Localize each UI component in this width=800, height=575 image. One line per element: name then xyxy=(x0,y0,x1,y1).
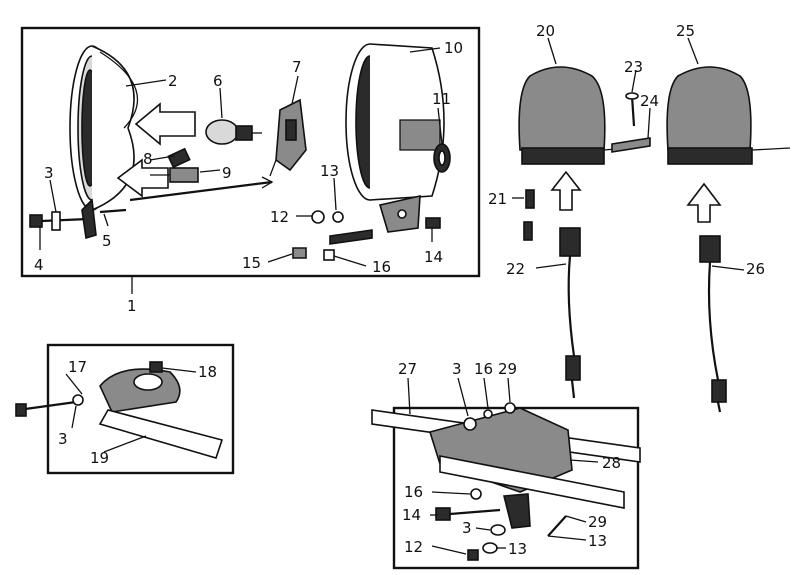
screw-23-24 xyxy=(611,92,651,153)
parking-lamp-holder-8-9 xyxy=(150,147,199,183)
callout-13-bracket-left: 13 xyxy=(508,540,527,558)
callout-18: 18 xyxy=(198,363,217,381)
callout-19: 19 xyxy=(90,449,109,467)
callout-16: 16 xyxy=(372,258,391,276)
mounting-clamp-frame xyxy=(46,343,235,475)
callout-26: 26 xyxy=(746,260,765,278)
callout-20: 20 xyxy=(536,22,555,40)
leader-lines xyxy=(39,37,745,555)
callout-5: 5 xyxy=(102,232,112,250)
housing-bracket xyxy=(378,194,421,233)
bulb-6 xyxy=(205,119,262,145)
callout-3-bracket: 3 xyxy=(462,519,472,537)
small-hardware-box1 xyxy=(29,198,441,261)
bracket-assembly-frame xyxy=(392,406,640,570)
callout-11: 11 xyxy=(432,90,451,108)
callout-13-bracket-right: 13 xyxy=(588,532,607,550)
callout-7: 7 xyxy=(292,58,302,76)
callout-12-bracket: 12 xyxy=(404,538,423,556)
grommet-11 xyxy=(433,143,451,173)
callout-14-bracket: 14 xyxy=(402,506,421,524)
callout-labels: 2 3 4 5 6 7 8 9 10 11 12 13 14 15 16 1 1… xyxy=(34,22,765,558)
lens-cap-25 xyxy=(666,66,791,165)
callout-1: 1 xyxy=(127,297,137,315)
callout-8: 8 xyxy=(143,150,153,168)
callout-25: 25 xyxy=(676,22,695,40)
callout-16-bracket: 16 xyxy=(404,483,423,501)
cable-socket-26 xyxy=(699,235,727,413)
callout-29-top: 29 xyxy=(498,360,517,378)
clip-21 xyxy=(523,189,535,241)
mounting-clamp-19 xyxy=(15,361,224,459)
callout-17: 17 xyxy=(68,358,87,376)
callout-6: 6 xyxy=(213,72,223,90)
callout-4: 4 xyxy=(34,256,44,274)
callout-3-clamp: 3 xyxy=(58,430,68,448)
callout-24: 24 xyxy=(640,92,659,110)
callout-14: 14 xyxy=(424,248,443,266)
long-adjusting-screw xyxy=(129,176,274,202)
callout-3: 3 xyxy=(44,164,54,182)
callout-28: 28 xyxy=(602,454,621,472)
callout-9: 9 xyxy=(222,164,232,182)
callout-10: 10 xyxy=(444,39,463,57)
mounting-bracket-28 xyxy=(371,402,641,561)
callout-2: 2 xyxy=(168,72,178,90)
headlamp-housing-10 xyxy=(345,43,445,201)
callout-23: 23 xyxy=(624,58,643,76)
socket-arrow-25 xyxy=(686,182,722,223)
socket-arrow-20 xyxy=(550,170,582,211)
callout-27: 27 xyxy=(398,360,417,378)
callout-12: 12 xyxy=(270,208,289,226)
bulb-holder-7 xyxy=(269,98,307,177)
cable-socket-22 xyxy=(559,227,581,399)
direction-arrows xyxy=(116,102,196,198)
callout-13: 13 xyxy=(320,162,339,180)
callout-29-bottom: 29 xyxy=(588,513,607,531)
callout-16-bracket-top: 16 xyxy=(474,360,493,378)
callout-21: 21 xyxy=(488,190,507,208)
headlamp-assembly-frame xyxy=(20,26,481,278)
callout-15: 15 xyxy=(242,254,261,272)
callout-3-bracket-top: 3 xyxy=(452,360,462,378)
callout-22: 22 xyxy=(506,260,525,278)
headlamp-rim-2 xyxy=(69,45,139,211)
